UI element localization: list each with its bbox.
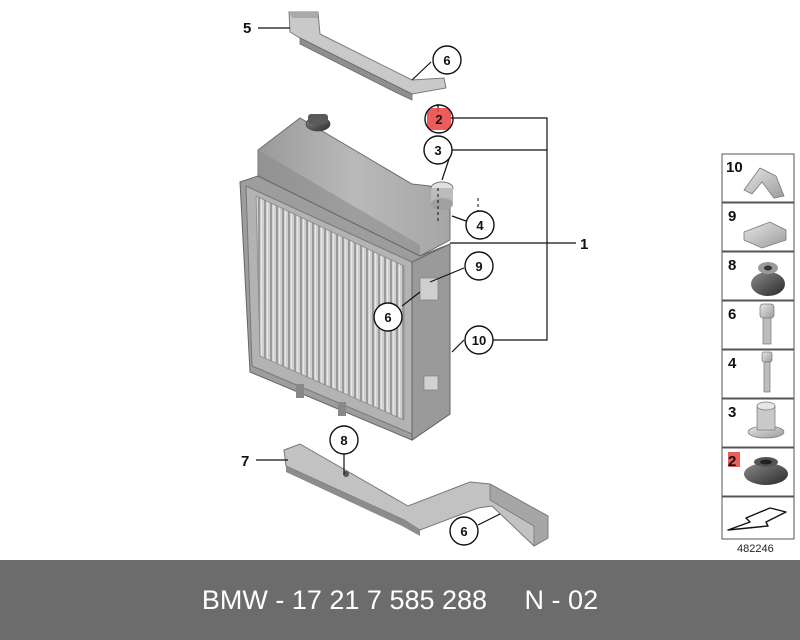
bottom-bracket [283,443,549,547]
callout-6-bottom[interactable]: 6 [449,516,479,546]
callout-6-mid-label: 6 [384,310,391,325]
callout-6-top-label: 6 [443,53,450,68]
screw-icon [761,351,773,393]
legend-next-arrow[interactable] [721,496,795,540]
callout-2-label: 2 [435,112,442,127]
part-number-footer: BMW - 17 21 7 585 288 N - 02 [0,560,800,640]
callout-9[interactable]: 9 [464,251,494,281]
legend-item-9[interactable]: 9 [721,202,795,252]
callout-8[interactable]: 8 [329,425,359,455]
part-number-text: BMW - 17 21 7 585 288 N - 02 [201,584,599,615]
legend-panel: 10 9 8 6 [721,153,795,540]
callout-6-mid[interactable]: 6 [373,302,403,332]
bushing-icon [747,401,785,439]
legend-item-9-label: 9 [728,208,736,225]
callout-3-label: 3 [434,143,441,158]
arrow-icon [727,507,787,531]
spring-nut-icon [743,221,787,249]
top-bracket [288,11,447,101]
callout-10[interactable]: 10 [464,325,494,355]
parts-diagram: 6 2 3 4 9 6 10 8 6 5 1 7 10 [239,11,795,555]
legend-item-4-label: 4 [728,355,737,372]
legend-item-6[interactable]: 6 [721,300,795,350]
rubber-mount-icon [751,262,785,296]
diagram-code: 482246 [737,543,774,555]
legend-item-8-label: 8 [728,257,736,274]
legend-item-2[interactable]: 2 [721,447,795,497]
label-part-5[interactable]: 5 [243,20,251,37]
callout-10-label: 10 [472,333,486,348]
legend-item-4[interactable]: 4 [721,349,795,399]
legend-item-3-label: 3 [728,404,736,421]
grommet-icon [744,457,788,485]
leader-lines [256,27,576,526]
legend-item-6-label: 6 [728,306,736,323]
callout-4-label: 4 [476,218,484,233]
callout-9-label: 9 [475,259,482,274]
label-part-7[interactable]: 7 [241,453,249,470]
legend-item-8[interactable]: 8 [721,251,795,301]
torx-bolt-icon [759,303,775,345]
callout-6-bottom-label: 6 [460,524,467,539]
callout-6-top[interactable]: 6 [432,45,462,75]
clip-icon [743,167,785,199]
legend-item-10-label: 10 [726,159,743,176]
callout-2[interactable]: 2 [424,104,454,134]
label-part-1[interactable]: 1 [580,236,588,253]
legend-item-2-label: 2 [728,453,736,470]
callout-8-label: 8 [340,433,347,448]
radiator [239,114,454,441]
callout-3[interactable]: 3 [423,135,453,165]
legend-item-3[interactable]: 3 [721,398,795,448]
callout-4[interactable]: 4 [465,210,495,240]
legend-item-10[interactable]: 10 [721,153,795,203]
